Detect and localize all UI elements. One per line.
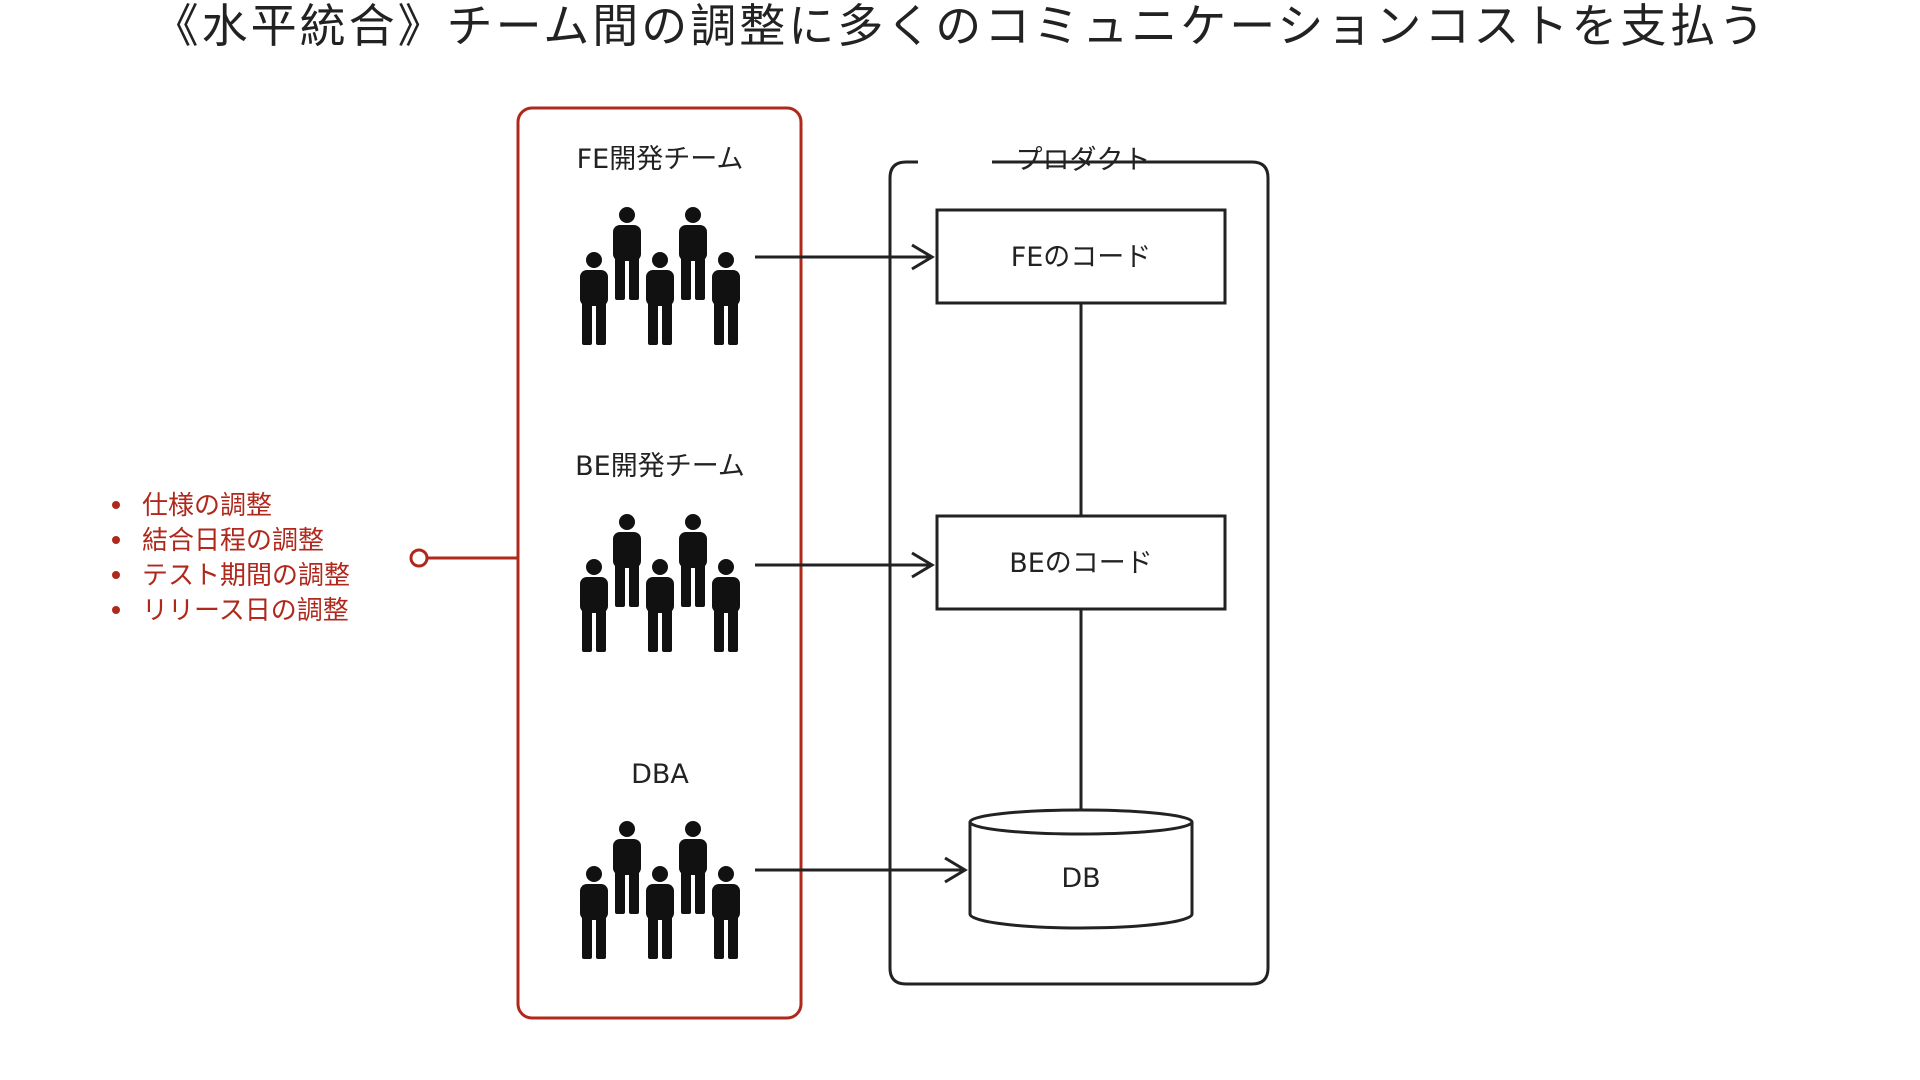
coordination-item: テスト期間の調整 bbox=[142, 561, 350, 591]
bullet-dot bbox=[112, 536, 120, 544]
arrow-be bbox=[755, 551, 935, 579]
arrow-fe bbox=[755, 243, 935, 271]
product-label: プロダクト bbox=[1016, 145, 1151, 176]
coordination-item: リリース日の調整 bbox=[142, 596, 349, 626]
team-label-be: BE開発チーム bbox=[575, 451, 745, 482]
be-code-label: BEのコード bbox=[1009, 548, 1153, 579]
bullet-dot bbox=[112, 571, 120, 579]
bullet-dot bbox=[112, 606, 120, 614]
fe-code-label: FEのコード bbox=[1011, 242, 1152, 273]
people-group-icon bbox=[580, 821, 740, 959]
coordination-item: 結合日程の調整 bbox=[142, 526, 324, 556]
bullet-dot bbox=[112, 501, 120, 509]
people-group-icon bbox=[580, 514, 740, 652]
product-container bbox=[888, 160, 1270, 986]
page-title: 《水平統合》チーム間の調整に多くのコミュニケーションコストを支払う bbox=[153, 0, 1768, 53]
team-container bbox=[516, 106, 803, 1020]
database-cylinder-icon bbox=[968, 808, 1194, 930]
coordination-connector-dot bbox=[409, 548, 429, 568]
arrow-dba bbox=[755, 856, 968, 884]
people-group-icon bbox=[580, 207, 740, 345]
team-label-dba: DBA bbox=[631, 759, 689, 790]
coordination-item: 仕様の調整 bbox=[142, 491, 272, 521]
coordination-list: 仕様の調整 結合日程の調整 テスト期間の調整 リリース日の調整 bbox=[112, 491, 350, 626]
team-label-fe: FE開発チーム bbox=[577, 144, 744, 175]
db-label: DB bbox=[1061, 863, 1100, 894]
